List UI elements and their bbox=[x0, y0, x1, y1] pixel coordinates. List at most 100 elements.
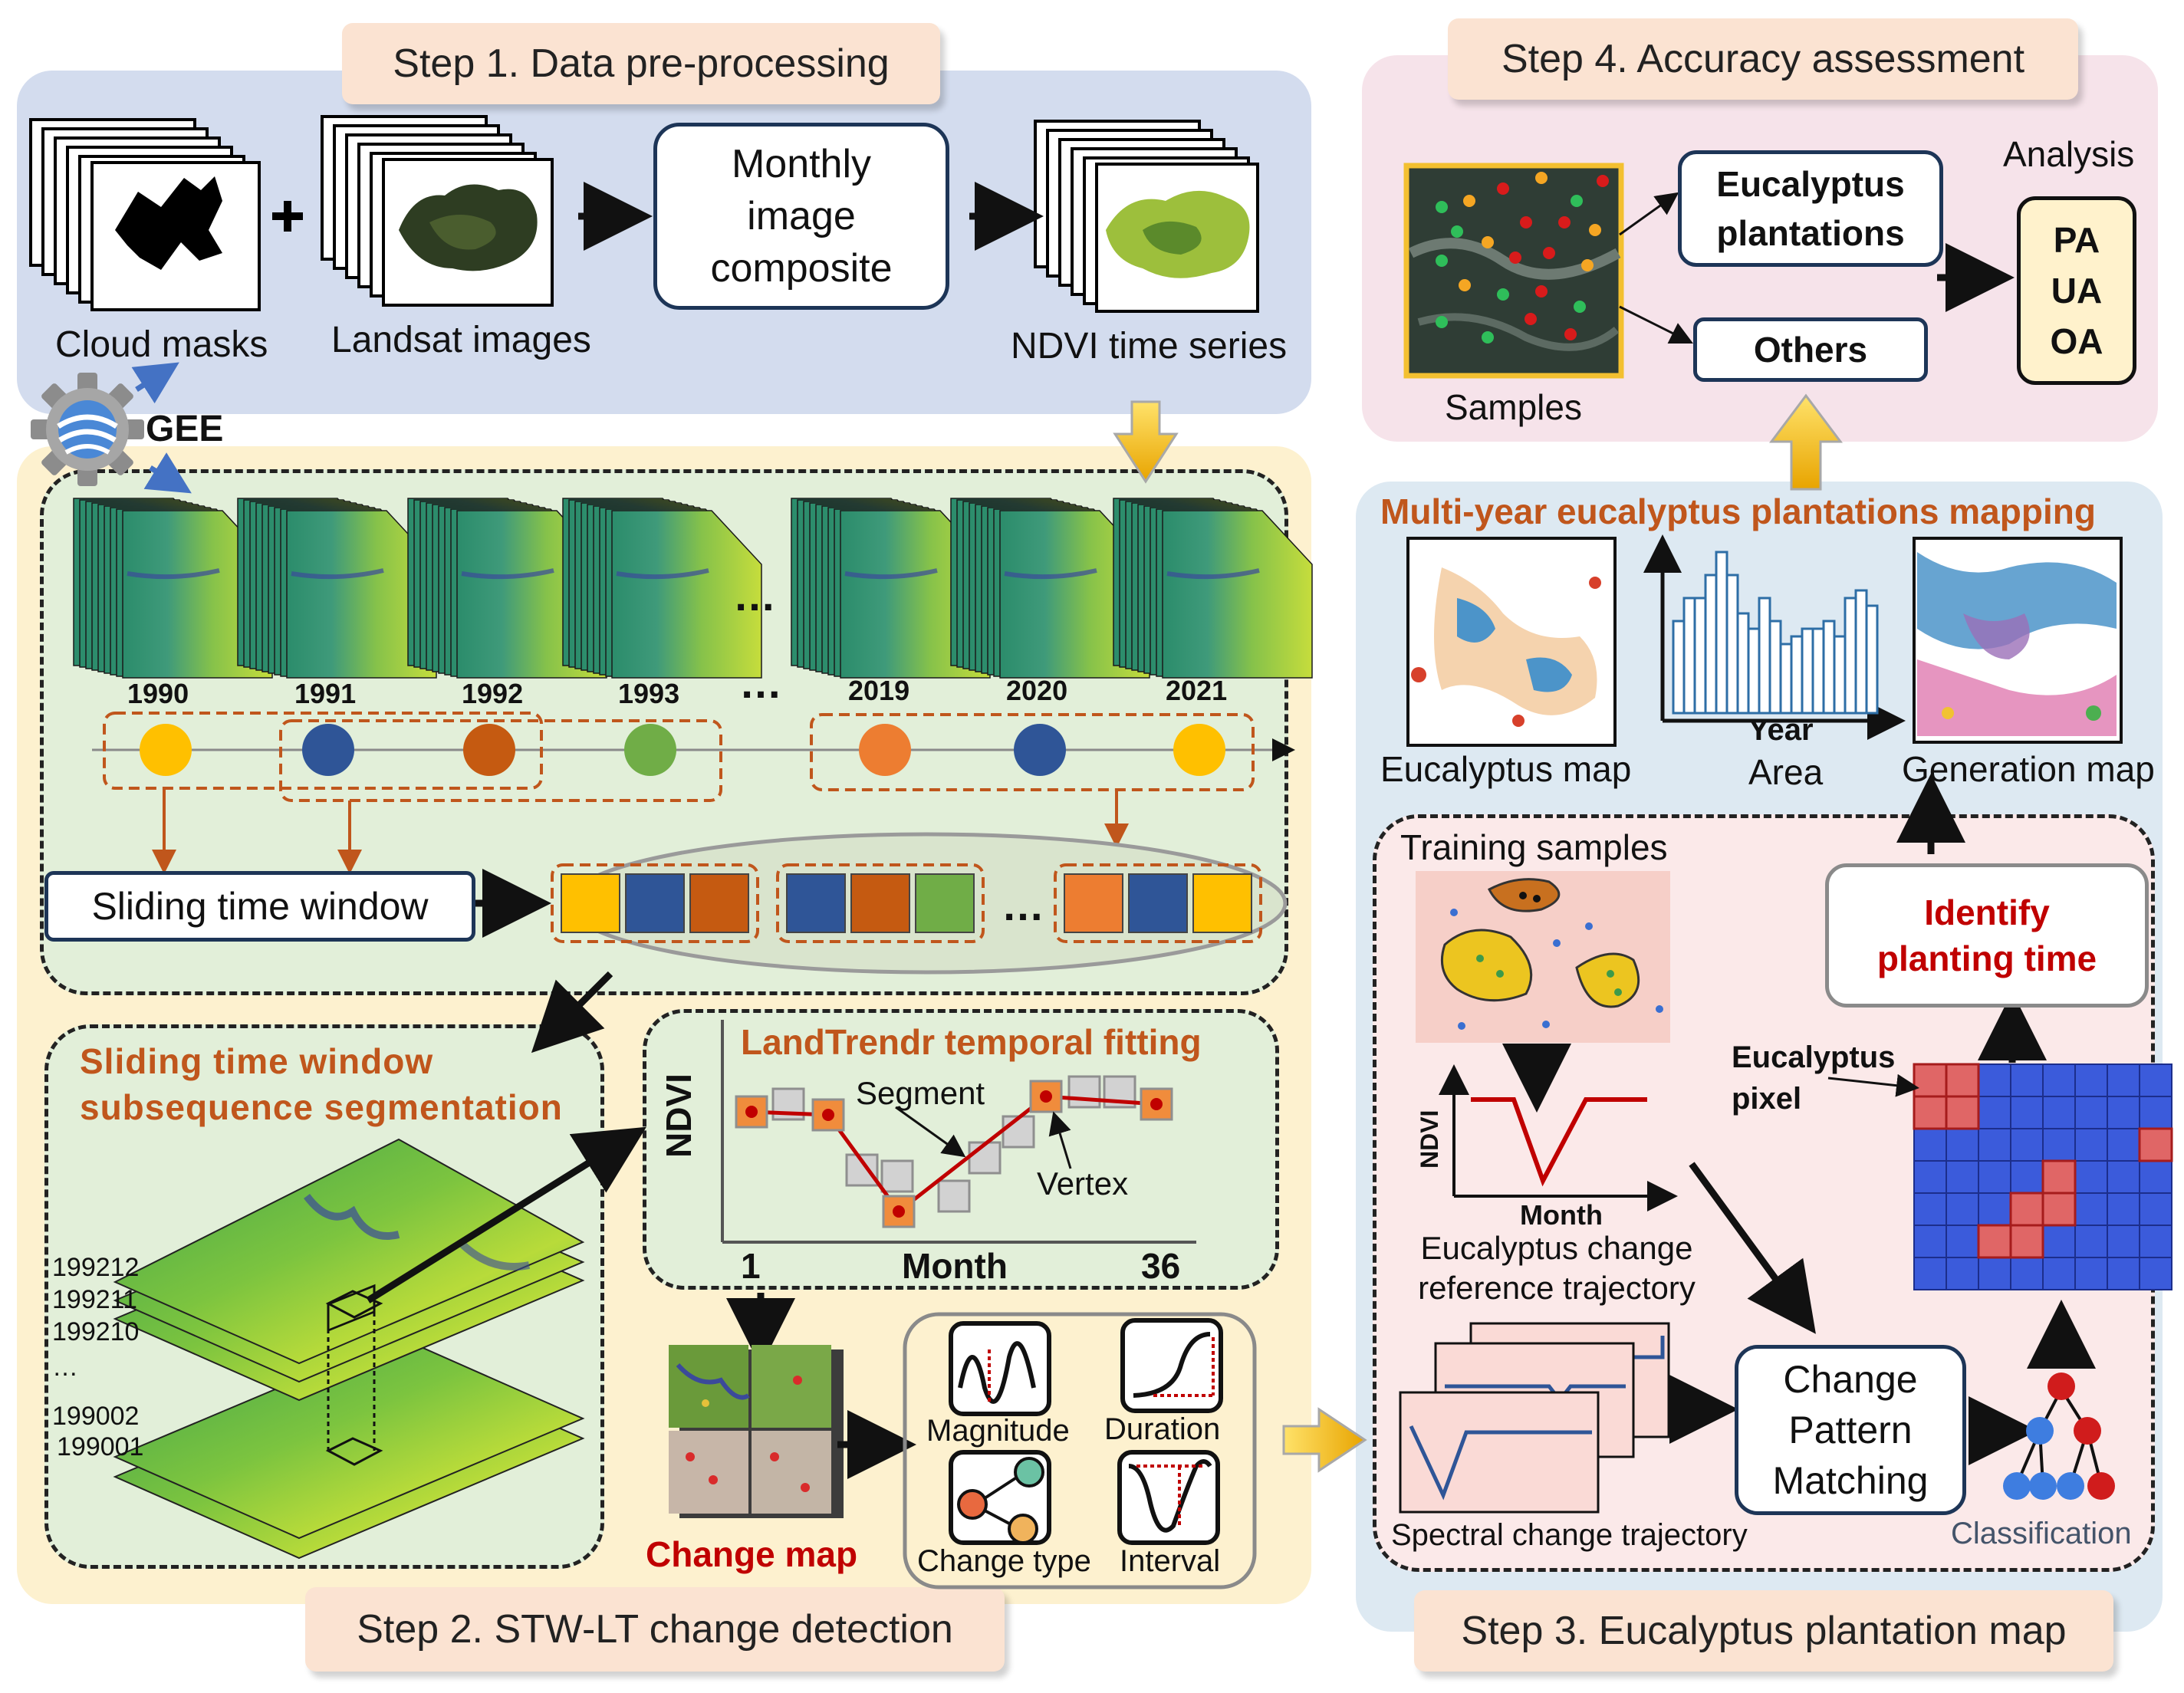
arrow-reference-to-matching bbox=[1689, 1162, 1816, 1334]
sample-dot bbox=[1597, 175, 1609, 187]
area-bar-chart bbox=[1643, 534, 1906, 740]
pixel-cell bbox=[2042, 1128, 2076, 1162]
area-bar bbox=[1822, 620, 1836, 715]
year-circle bbox=[1173, 724, 1225, 776]
generation-map-image bbox=[1913, 537, 2123, 744]
duration-icon bbox=[1120, 1318, 1223, 1413]
eucalyptus-pixel-cell bbox=[2009, 1224, 2044, 1259]
area-bar bbox=[1768, 620, 1782, 715]
sample-dot bbox=[1558, 216, 1571, 228]
pixel-cell bbox=[2139, 1096, 2172, 1129]
segmentation-layers bbox=[113, 1138, 585, 1560]
reference-month-axis: Month bbox=[1520, 1199, 1603, 1231]
landtrendr-chart bbox=[721, 1020, 1196, 1244]
spectral-trajectory-label: Spectral change trajectory bbox=[1391, 1518, 1748, 1552]
pixel-cell bbox=[2042, 1257, 2076, 1290]
ndvi-stack bbox=[562, 498, 762, 679]
pixel-cell bbox=[1946, 1225, 1979, 1258]
pixel-cell bbox=[2074, 1192, 2108, 1226]
year-label: 1991 bbox=[294, 678, 357, 709]
sample-dot bbox=[1482, 236, 1494, 248]
yellow-up-arrow bbox=[1769, 393, 1843, 491]
area-bar bbox=[1693, 597, 1707, 715]
stack-ellipsis: … bbox=[733, 571, 776, 620]
pixel-cell bbox=[2107, 1225, 2140, 1258]
eucalyptus-pixel-label: Eucalyptus pixel bbox=[1732, 1040, 1896, 1116]
step1-title: Step 1. Data pre-processing bbox=[342, 23, 940, 104]
sample-dot bbox=[1436, 201, 1448, 213]
vertex-label: Vertex bbox=[1037, 1165, 1129, 1202]
data-point bbox=[1002, 1115, 1035, 1149]
vertex-dot bbox=[1150, 1098, 1163, 1110]
arrow-to-eucalyptus bbox=[1619, 192, 1679, 236]
ndvi-stack bbox=[237, 498, 437, 679]
eucalyptus-pixel-cell bbox=[1913, 1063, 1948, 1098]
sample-dot bbox=[1571, 195, 1583, 207]
month-start-label: 1 bbox=[741, 1246, 761, 1286]
gee-arrow-up bbox=[131, 362, 179, 404]
area-bar bbox=[1779, 643, 1793, 715]
area-bar bbox=[1672, 620, 1686, 715]
sample-dot bbox=[1520, 216, 1532, 228]
gee-label: GEE bbox=[146, 409, 224, 449]
sample-dot bbox=[1482, 331, 1494, 344]
pixel-cell bbox=[2107, 1096, 2140, 1129]
layer-label: 199211 bbox=[52, 1285, 137, 1314]
year-circle bbox=[302, 724, 354, 776]
pixel-cell bbox=[2010, 1257, 2044, 1290]
sample-dot bbox=[1509, 251, 1521, 264]
layer-label: 199212 bbox=[52, 1253, 140, 1282]
landsat-label: Landsat images bbox=[331, 320, 591, 360]
ndvi-stacks bbox=[73, 498, 1313, 679]
segment-pointer bbox=[895, 1106, 966, 1158]
area-label: Area bbox=[1748, 752, 1824, 792]
reference-trajectory-chart bbox=[1439, 1064, 1678, 1211]
vertex-dot bbox=[822, 1109, 834, 1121]
eucalyptus-map-image bbox=[1406, 537, 1617, 747]
pixel-cell bbox=[1978, 1128, 2011, 1162]
vertex-pointer bbox=[1048, 1111, 1072, 1169]
training-samples-image bbox=[1416, 871, 1670, 1043]
area-bar bbox=[1854, 589, 1868, 715]
pixel-cell bbox=[2042, 1096, 2076, 1129]
vertex-point bbox=[882, 1195, 916, 1228]
eucalyptus-pixel-cell bbox=[2041, 1192, 2077, 1227]
sample-dot bbox=[1463, 195, 1475, 207]
arrow-to-others bbox=[1619, 305, 1694, 344]
area-bar bbox=[1704, 574, 1718, 715]
data-point bbox=[937, 1179, 971, 1213]
pixel-cell bbox=[2139, 1192, 2172, 1226]
sliding-window-box: Sliding time window bbox=[44, 871, 475, 942]
area-bars bbox=[1672, 551, 1879, 715]
pixel-cell bbox=[1913, 1128, 1947, 1162]
landtrendr-marks bbox=[735, 1075, 1173, 1228]
pixel-cell bbox=[2074, 1063, 2108, 1097]
landsat-stack bbox=[321, 115, 554, 307]
change-type-icon bbox=[949, 1450, 1051, 1545]
pixel-cell bbox=[2107, 1257, 2140, 1290]
area-bar bbox=[1715, 551, 1728, 715]
oa-label: OA bbox=[2050, 321, 2103, 361]
pixel-cell bbox=[2010, 1160, 2044, 1194]
matching-box: Change Pattern Matching bbox=[1735, 1345, 1966, 1515]
landtrendr-title: LandTrendr temporal fitting bbox=[741, 1022, 1202, 1062]
square-ellipsis: … bbox=[1002, 881, 1044, 929]
year-label: 1990 bbox=[127, 678, 189, 709]
ua-label: UA bbox=[2051, 271, 2103, 311]
eucalyptus-pixel-cell bbox=[1913, 1095, 1948, 1130]
interval-label: Interval bbox=[1120, 1544, 1221, 1578]
identify-box: Identify planting time bbox=[1825, 863, 2149, 1008]
pixel-cell bbox=[2107, 1160, 2140, 1194]
yellow-right-arrow bbox=[1282, 1407, 1367, 1473]
pixel-cell bbox=[2074, 1225, 2108, 1258]
magnitude-icon bbox=[949, 1321, 1051, 1416]
change-type-label: Change type bbox=[917, 1544, 1091, 1578]
pixel-cell bbox=[2074, 1096, 2108, 1129]
plus-icon bbox=[272, 201, 303, 232]
sample-dot bbox=[1497, 288, 1509, 301]
pixel-cell bbox=[1913, 1225, 1947, 1258]
pixel-cell bbox=[2074, 1128, 2108, 1162]
analysis-label: Analysis bbox=[2003, 134, 2135, 174]
area-bar bbox=[1725, 574, 1739, 715]
